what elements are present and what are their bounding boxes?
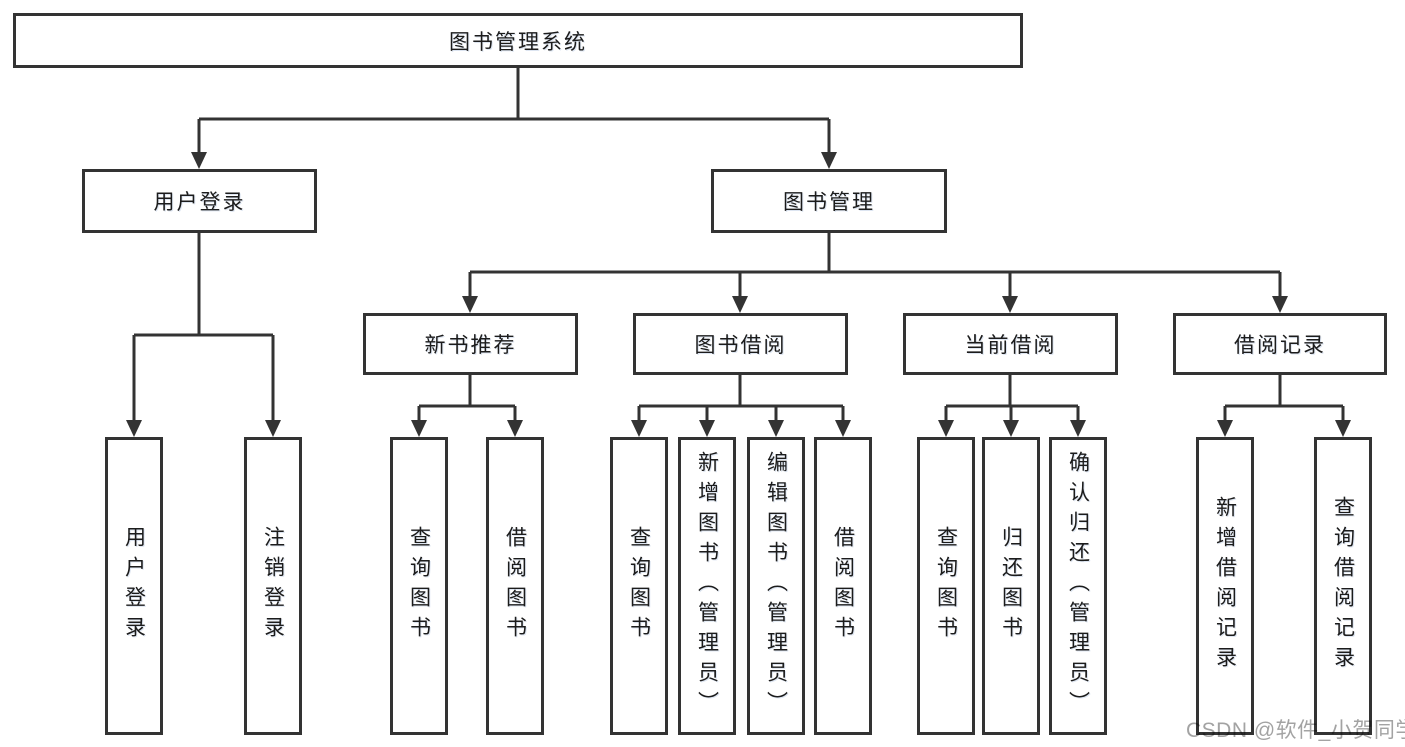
node-label: 新书推荐 — [424, 334, 517, 357]
leaf-borrowing-borrow-books: 借阅图书 — [814, 437, 872, 735]
leaf-confirm-return-admin: 确认归还（管理员） — [1049, 437, 1107, 735]
node-book-management: 图书管理 — [711, 169, 947, 233]
leaf-edit-books-admin: 编辑图书（管理员） — [747, 437, 805, 735]
leaf-add-borrow-record: 新增借阅记录 — [1196, 437, 1254, 735]
node-label: 新增图书（管理员） — [695, 451, 719, 721]
node-label: 当前借阅 — [964, 334, 1057, 357]
node-label: 图书管理系统 — [449, 30, 587, 54]
node-user-login: 用户登录 — [82, 169, 317, 233]
leaf-borrowing-query-books: 查询图书 — [610, 437, 668, 735]
leaf-query-borrow-record: 查询借阅记录 — [1314, 437, 1372, 735]
node-current-borrowing: 当前借阅 — [903, 313, 1118, 375]
node-label: 用户登录 — [153, 191, 246, 214]
node-label: 图书管理 — [783, 191, 875, 214]
node-label: 借阅图书 — [503, 526, 527, 646]
leaf-recommend-borrow-books: 借阅图书 — [486, 437, 544, 735]
node-label: 查询图书 — [627, 526, 651, 646]
node-label: 借阅记录 — [1234, 334, 1326, 357]
node-library-management-system: 图书管理系统 — [13, 13, 1023, 68]
node-label: 确认归还（管理员） — [1066, 451, 1090, 721]
leaf-add-books-admin: 新增图书（管理员） — [678, 437, 736, 735]
node-borrowing-records: 借阅记录 — [1173, 313, 1387, 375]
leaf-logout: 注销登录 — [244, 437, 302, 735]
node-label: 归还图书 — [999, 526, 1023, 646]
node-label: 编辑图书（管理员） — [764, 451, 788, 721]
node-label: 借阅图书 — [831, 526, 855, 646]
leaf-user-login: 用户登录 — [105, 437, 163, 735]
node-label: 图书借阅 — [694, 334, 787, 357]
node-label: 注销登录 — [261, 526, 285, 646]
node-new-book-recommend: 新书推荐 — [363, 313, 578, 375]
csdn-watermark: CSDN @软件_小贺同学 — [1186, 719, 1405, 742]
node-label: 查询图书 — [934, 526, 958, 646]
node-book-borrowing: 图书借阅 — [633, 313, 848, 375]
leaf-return-books: 归还图书 — [982, 437, 1040, 735]
leaf-current-query-books: 查询图书 — [917, 437, 975, 735]
node-label: 新增借阅记录 — [1213, 496, 1237, 676]
node-label: 用户登录 — [122, 526, 146, 646]
node-label: 查询图书 — [407, 526, 431, 646]
node-label: 查询借阅记录 — [1331, 496, 1355, 676]
leaf-recommend-query-books: 查询图书 — [390, 437, 448, 735]
